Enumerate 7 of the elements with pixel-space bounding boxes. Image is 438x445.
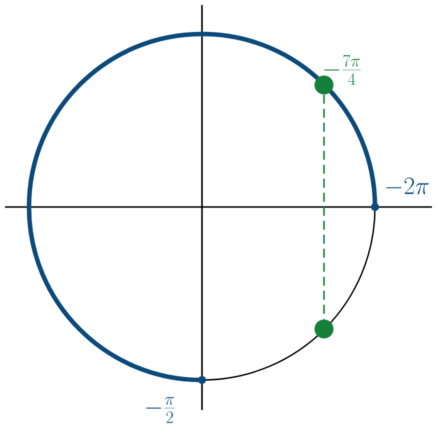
point-label: $-2\pi$ bbox=[386, 178, 429, 194]
point-label: $-\frac{7\pi}{4}$ bbox=[324, 54, 361, 85]
point bbox=[371, 203, 379, 211]
point bbox=[314, 320, 334, 338]
point bbox=[198, 376, 206, 384]
point-label: $-\frac{\pi}{2}$ bbox=[146, 397, 175, 423]
dashed-line bbox=[323, 94, 325, 320]
